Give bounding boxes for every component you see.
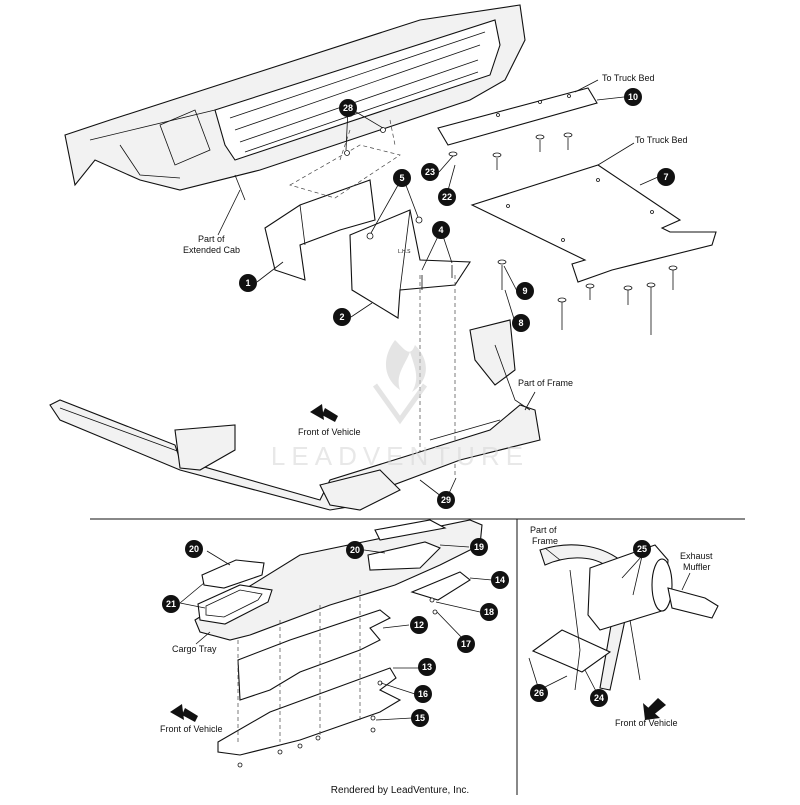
svg-text:25: 25 — [637, 544, 647, 554]
callout-1: 1 — [239, 274, 257, 292]
watermark-text: LEADVENTURE — [271, 441, 529, 471]
svg-text:1: 1 — [245, 278, 250, 288]
svg-text:26: 26 — [534, 688, 544, 698]
label-part-of-extended-cab-line1: Part of — [198, 234, 225, 244]
callout-10: 10 — [624, 88, 642, 106]
label-to-truck-bed-2: To Truck Bed — [635, 135, 688, 145]
front-arrow-bottom-right — [643, 698, 666, 720]
callout-7: 7 — [657, 168, 675, 186]
callout-13: 13 — [418, 658, 436, 676]
label-exhaust-muffler-line1: Exhaust — [680, 551, 713, 561]
svg-text:20: 20 — [189, 544, 199, 554]
callout-29: 29 — [437, 491, 455, 509]
svg-text:22: 22 — [442, 192, 452, 202]
callout-20a: 20 — [185, 540, 203, 558]
callout-15: 15 — [411, 709, 429, 727]
svg-text:5: 5 — [399, 173, 404, 183]
callout-17: 17 — [457, 635, 475, 653]
footer-credit: Rendered by LeadVenture, Inc. — [331, 785, 469, 796]
bottom-right-labels: Part of Frame Exhaust Muffler Front of V… — [530, 525, 713, 728]
svg-text:23: 23 — [425, 167, 435, 177]
label-part-of-frame-right-line1: Part of — [530, 525, 557, 535]
callout-2: 2 — [333, 308, 351, 326]
callout-4: 4 — [432, 221, 450, 239]
callout-26: 26 — [530, 684, 548, 702]
top-labels: To Truck Bed To Truck Bed Part of Extend… — [183, 73, 688, 437]
svg-text:8: 8 — [518, 318, 523, 328]
part-1-panel — [264, 179, 376, 281]
svg-text:28: 28 — [343, 103, 353, 113]
callout-25: 25 — [633, 540, 651, 558]
svg-text:9: 9 — [522, 286, 527, 296]
sheet-label: L.H.S — [398, 249, 411, 255]
svg-text:4: 4 — [438, 225, 443, 235]
svg-text:2: 2 — [339, 312, 344, 322]
front-arrow-top — [310, 404, 338, 422]
extended-cab — [64, 4, 526, 201]
svg-text:7: 7 — [663, 172, 668, 182]
svg-text:17: 17 — [461, 639, 471, 649]
svg-text:29: 29 — [441, 495, 451, 505]
label-front-of-vehicle-bottom-left: Front of Vehicle — [160, 724, 223, 734]
frame-top — [49, 319, 541, 511]
callout-16: 16 — [414, 685, 432, 703]
callout-18: 18 — [480, 603, 498, 621]
bottom-left-labels: Cargo Tray Front of Vehicle — [160, 631, 223, 734]
svg-text:13: 13 — [422, 662, 432, 672]
hardware-top — [344, 127, 678, 335]
svg-text:14: 14 — [495, 575, 505, 585]
label-part-of-extended-cab-line2: Extended Cab — [183, 245, 240, 255]
svg-text:16: 16 — [418, 689, 428, 699]
callout-21: 21 — [162, 595, 180, 613]
section-dividers — [90, 518, 745, 795]
callout-24: 24 — [590, 689, 608, 707]
label-part-of-frame-right-line2: Frame — [532, 536, 558, 546]
callout-9: 9 — [516, 282, 534, 300]
label-part-of-frame-top: Part of Frame — [518, 378, 573, 388]
callout-28: 28 — [339, 99, 357, 117]
exhaust-assembly — [531, 544, 719, 691]
svg-text:21: 21 — [166, 599, 176, 609]
callout-5: 5 — [393, 169, 411, 187]
svg-text:19: 19 — [474, 542, 484, 552]
part-2-panel: L.H.S — [349, 209, 471, 319]
callout-8: 8 — [512, 314, 530, 332]
svg-text:18: 18 — [484, 607, 494, 617]
label-to-truck-bed-1: To Truck Bed — [602, 73, 655, 83]
callout-12: 12 — [410, 616, 428, 634]
label-exhaust-muffler-line2: Muffler — [683, 562, 710, 572]
front-arrow-bottom-left — [170, 704, 198, 722]
label-front-of-vehicle-bottom-right: Front of Vehicle — [615, 718, 678, 728]
label-front-of-vehicle-top: Front of Vehicle — [298, 427, 361, 437]
svg-text:12: 12 — [414, 620, 424, 630]
callout-20b: 20 — [346, 541, 364, 559]
callout-19: 19 — [470, 538, 488, 556]
callout-14: 14 — [491, 571, 509, 589]
watermark-logo: LEADVENTURE — [271, 340, 529, 471]
cargo-tray-assembly — [194, 519, 483, 768]
callouts: 28 10 23 22 7 5 4 1 2 9 8 29 20 21 20 19… — [162, 88, 675, 727]
svg-text:24: 24 — [594, 693, 604, 703]
svg-text:10: 10 — [628, 92, 638, 102]
part-7-plate — [470, 164, 717, 283]
part-10-plate — [437, 87, 598, 146]
svg-text:15: 15 — [415, 713, 425, 723]
callout-23: 23 — [421, 163, 439, 181]
callout-22: 22 — [438, 188, 456, 206]
label-cargo-tray: Cargo Tray — [172, 644, 217, 654]
svg-text:20: 20 — [350, 545, 360, 555]
